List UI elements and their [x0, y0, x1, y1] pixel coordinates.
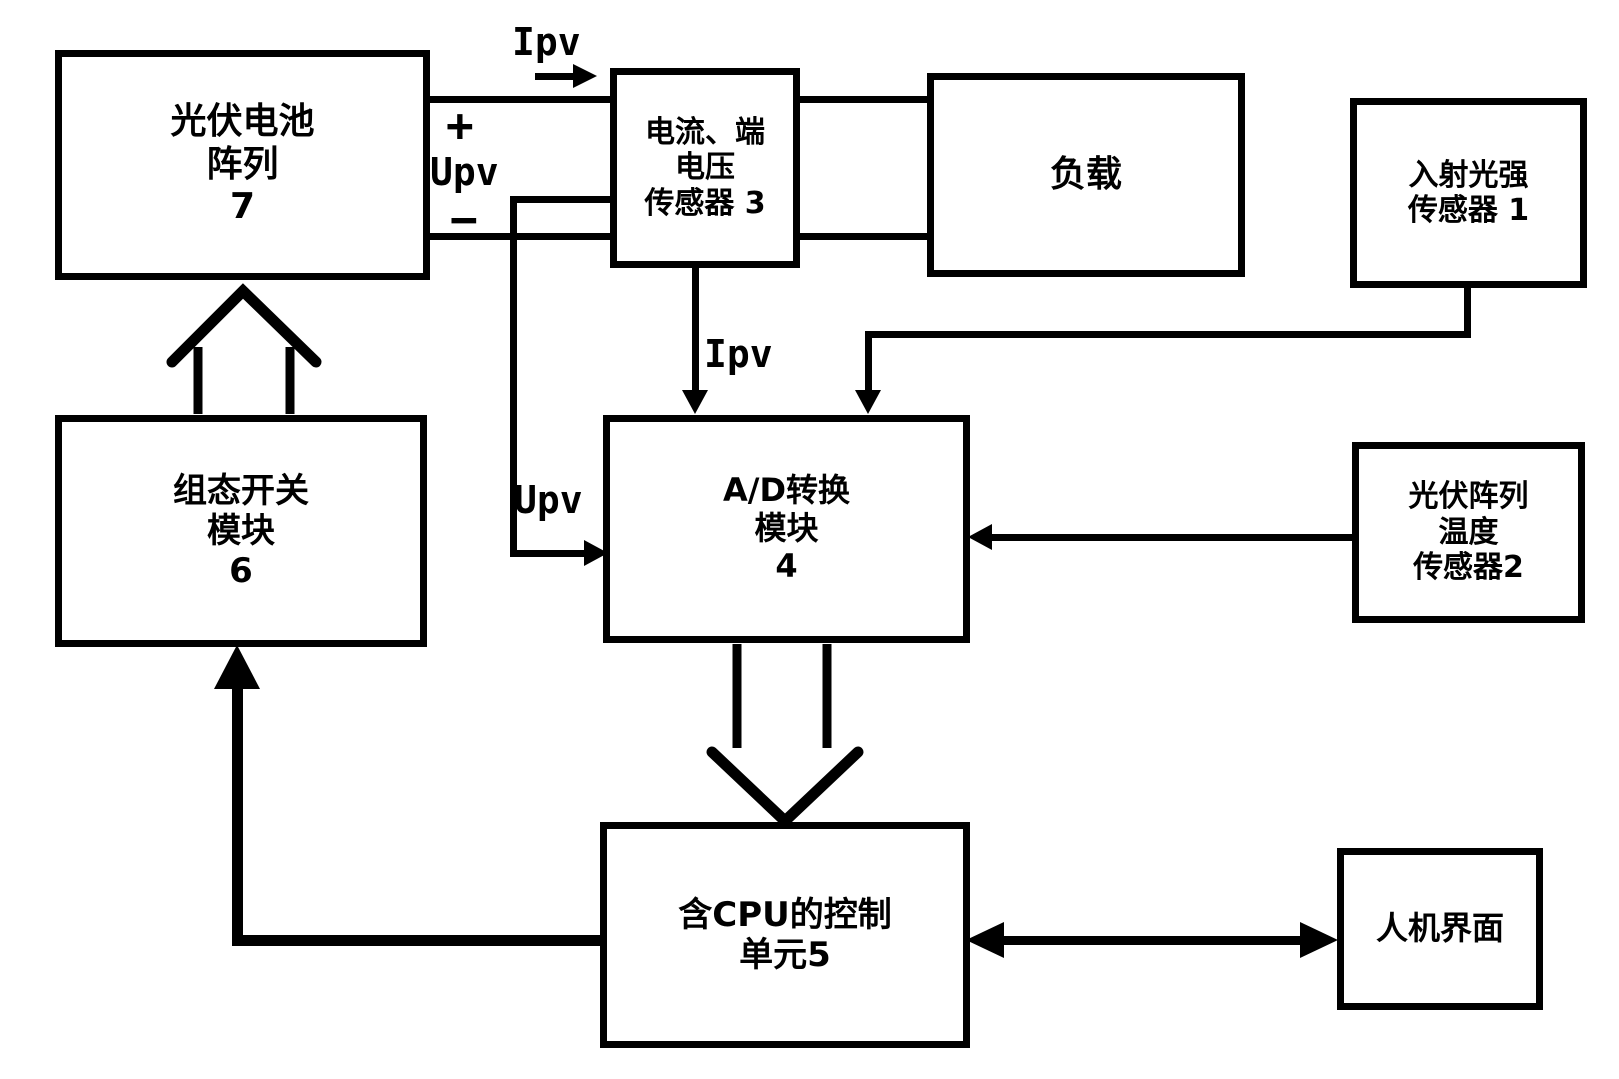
node-pv-array-line3: 7	[229, 186, 256, 228]
node-ad-converter-line2: 模块	[754, 509, 819, 548]
node-ad-converter-line1: A/D转换	[722, 471, 851, 510]
node-switch-module-line3: 6	[229, 551, 253, 592]
wire-feedback-vertical	[232, 686, 243, 946]
cpu-hmi-right-arrowhead-icon	[1300, 922, 1338, 958]
wire-upv-stub	[513, 196, 613, 203]
ipv-arrowhead-icon	[682, 390, 708, 414]
wire-upv-horizontal	[510, 550, 588, 557]
node-cpu-unit-line2: 单元5	[739, 935, 831, 975]
feedback-arrowhead-icon	[214, 645, 260, 689]
node-switch-module-line1: 组态开关	[173, 470, 309, 511]
node-cpu-unit-line1: 含CPU的控制	[678, 894, 892, 935]
wire-feedback-horizontal	[232, 935, 604, 946]
label-upv-mid: Upv	[514, 478, 583, 522]
node-light-sensor-line1: 入射光强	[1408, 157, 1529, 193]
node-cv-sensor-line1: 电流、端	[645, 114, 765, 150]
node-hmi: 人机界面	[1337, 848, 1543, 1010]
node-ad-converter: A/D转换 模块 4	[603, 415, 970, 643]
light-sensor-arrowhead-icon	[855, 390, 881, 414]
wire-temp-sensor-to-ad	[992, 534, 1352, 541]
wire-light-sensor-horizontal	[865, 331, 1471, 338]
wire-cpu-hmi	[1000, 936, 1305, 945]
node-load-line1: 负载	[1049, 153, 1122, 195]
node-light-sensor: 入射光强 传感器 1	[1350, 98, 1587, 288]
node-light-sensor-line2: 传感器 1	[1407, 193, 1530, 228]
wire-plus-sensor3-to-load	[796, 96, 930, 103]
node-current-voltage-sensor: 电流、端 电压 传感器 3	[610, 68, 800, 268]
wire-light-sensor-drop	[1464, 286, 1471, 338]
node-pv-array-line2: 阵列	[206, 143, 279, 185]
wire-plus-pv-to-sensor3	[428, 96, 614, 103]
node-temp-sensor-line2: 温度	[1438, 514, 1499, 550]
node-load: 负载	[927, 73, 1245, 277]
label-ipv-mid: Ipv	[704, 332, 773, 376]
node-hmi-line1: 人机界面	[1375, 909, 1504, 948]
label-plus-terminal: +	[446, 98, 474, 152]
node-temp-sensor-line1: 光伏阵列	[1408, 479, 1529, 515]
node-switch-module: 组态开关 模块 6	[55, 415, 427, 647]
label-upv-top: Upv	[430, 150, 499, 194]
node-pv-array: 光伏电池 阵列 7	[55, 50, 430, 280]
wire-upv-vertical	[510, 196, 517, 557]
upv-arrowhead-icon	[584, 540, 608, 566]
node-cv-sensor-line2: 电压	[675, 150, 735, 186]
label-minus-terminal: −	[450, 192, 478, 246]
ipv-top-arrowhead-icon	[573, 64, 597, 88]
label-ipv-top: Ipv	[512, 20, 581, 64]
node-temp-sensor: 光伏阵列 温度 传感器2	[1352, 442, 1585, 623]
wire-ipv-sensor3-to-ad	[692, 266, 699, 394]
node-temp-sensor-line3: 传感器2	[1413, 550, 1524, 586]
temp-sensor-arrowhead-icon	[968, 524, 992, 550]
node-switch-module-line2: 模块	[207, 510, 275, 551]
wire-minus-pv-to-sensor3	[428, 233, 614, 240]
node-pv-array-line1: 光伏电池	[170, 101, 315, 143]
node-ad-converter-line3: 4	[775, 546, 798, 585]
ipv-top-arrow-shaft	[535, 73, 575, 80]
wire-minus-sensor3-to-load	[796, 233, 930, 240]
cpu-hmi-left-arrowhead-icon	[966, 922, 1004, 958]
node-cpu-unit: 含CPU的控制 单元5	[600, 822, 970, 1048]
wire-light-sensor-to-ad	[865, 336, 872, 394]
node-cv-sensor-line3: 传感器 3	[644, 185, 766, 221]
